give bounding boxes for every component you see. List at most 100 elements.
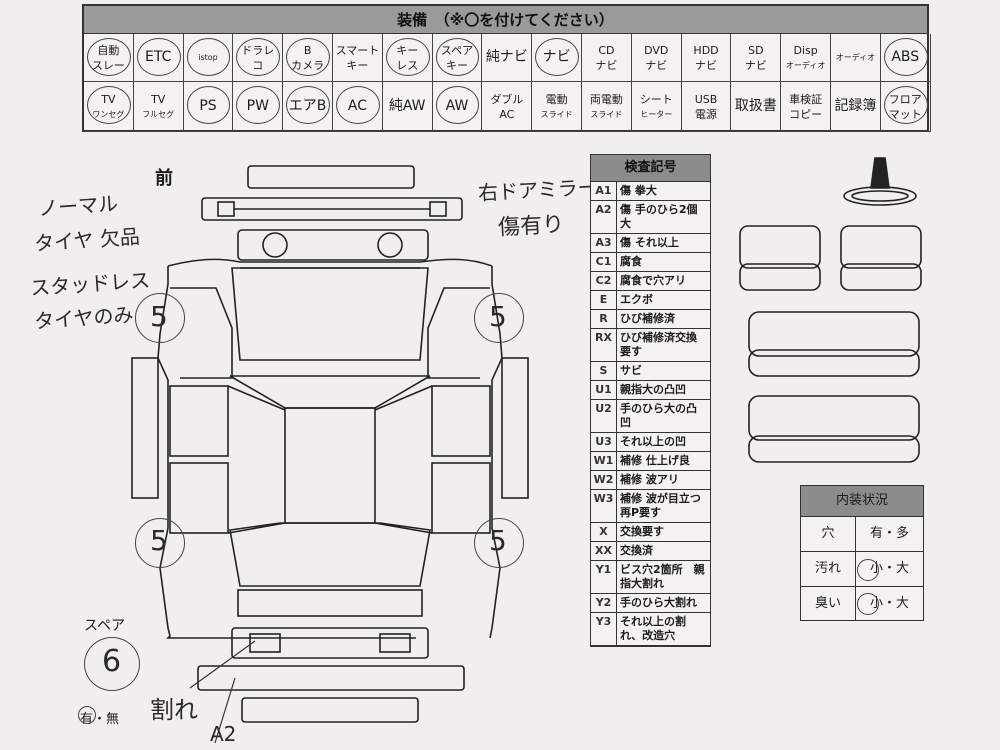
- inspection-description: 腐食: [620, 255, 642, 268]
- smell-small-circle: [857, 593, 879, 615]
- equipment-option[interactable]: PS: [183, 82, 234, 132]
- inspection-code: C2: [591, 272, 617, 290]
- selected-circle-mark: [87, 38, 131, 76]
- equipment-option[interactable]: 電動スライド: [532, 82, 583, 132]
- selected-circle-mark: [136, 38, 181, 76]
- equipment-option[interactable]: ETC: [133, 34, 184, 82]
- selected-circle-mark: [435, 38, 480, 76]
- spare-label: スペア: [84, 618, 126, 634]
- inspection-code: A1: [591, 182, 617, 200]
- equipment-option[interactable]: 取扱書: [731, 82, 782, 132]
- inspection-description: 交換済: [620, 544, 653, 557]
- equipment-option[interactable]: キーレス: [382, 34, 433, 82]
- selected-circle-mark: [435, 86, 480, 124]
- inspection-code: U3: [591, 433, 617, 451]
- selected-circle-mark: [385, 38, 430, 76]
- equipment-option[interactable]: AC: [333, 82, 383, 132]
- equipment-option-sublabel: オーディオ: [785, 60, 826, 70]
- inspection-code: R: [591, 310, 617, 328]
- equipment-option[interactable]: オーディオ: [831, 34, 881, 82]
- note-mirror-damage: 傷有り: [497, 212, 565, 241]
- equipment-option-sublabel: キー: [346, 58, 369, 72]
- equipment-option-sublabel: ナビ: [695, 58, 718, 72]
- equipment-option[interactable]: シートヒーター: [631, 82, 682, 132]
- inspection-code: Y1: [591, 561, 617, 593]
- equipment-option[interactable]: ABS: [880, 34, 931, 82]
- equipment-option-label: 両電動: [589, 92, 623, 106]
- selected-circle-mark: [186, 86, 231, 124]
- inspection-description: 腐食で穴アリ: [620, 274, 686, 287]
- selected-circle-mark: [236, 86, 281, 124]
- equipment-option[interactable]: Disp オーディオ: [781, 34, 832, 82]
- selected-circle-mark: [286, 86, 330, 124]
- equipment-option[interactable]: 車検証コピー: [781, 82, 832, 132]
- inspection-description: 補修 波アリ: [620, 473, 679, 486]
- inspection-code: S: [591, 362, 617, 380]
- equipment-option-sublabel: ナビ: [595, 58, 618, 72]
- equipment-option[interactable]: ナビ: [532, 34, 583, 82]
- tire-rear-right-value: 5: [489, 524, 507, 557]
- selected-circle-mark: [883, 86, 928, 124]
- equipment-option[interactable]: AW: [432, 82, 483, 132]
- equipment-option[interactable]: フロアマット: [880, 82, 931, 132]
- equipment-title: 装備 （※〇を付けてください）: [84, 6, 927, 34]
- equipment-option-sublabel: 電源: [695, 107, 718, 121]
- selected-circle-mark: [87, 86, 131, 124]
- equipment-option[interactable]: PW: [233, 82, 284, 132]
- equipment-option[interactable]: 記録簿: [831, 82, 881, 132]
- equipment-option[interactable]: ドラレコ: [233, 34, 284, 82]
- inspection-code: Y2: [591, 594, 617, 612]
- selected-circle-mark: [883, 38, 928, 76]
- equipment-option-sublabel: ナビ: [744, 58, 767, 72]
- equipment-option[interactable]: istop: [183, 34, 234, 82]
- selected-circle-mark: [236, 38, 281, 76]
- equipment-option-label: CD: [598, 43, 615, 57]
- tire-front-right-value: 5: [489, 300, 507, 333]
- selected-circle-mark: [286, 38, 330, 76]
- equipment-option[interactable]: エアB: [283, 82, 333, 132]
- interior-title: 内装状況: [801, 486, 923, 517]
- equipment-option[interactable]: 自動スレー: [84, 34, 134, 82]
- equipment-option-label: Disp: [793, 43, 818, 57]
- selected-circle-mark: [535, 38, 580, 76]
- inspection-description: 親指大の凸凹: [620, 383, 686, 396]
- equipment-option-label: ダブル: [490, 92, 524, 106]
- tire-front-left-value: 5: [150, 300, 168, 333]
- equipment-option[interactable]: スマートキー: [333, 34, 383, 82]
- inspection-description: 交換要す: [620, 525, 664, 538]
- spare-value: 6: [102, 644, 122, 679]
- equipment-option-label: HDD: [693, 43, 719, 57]
- inspection-code: XX: [591, 542, 617, 560]
- equipment-option[interactable]: スペアキー: [432, 34, 483, 82]
- inspection-code: W2: [591, 471, 617, 489]
- inspection-description: 傷 それ以上: [620, 236, 679, 249]
- spare-circle: [84, 637, 140, 691]
- equipment-option-sublabel: AC: [499, 107, 515, 121]
- seat-diagram: [739, 157, 922, 463]
- inspection-description: それ以上の割れ、改造穴: [620, 615, 686, 642]
- equipment-option[interactable]: 両電動スライド: [582, 82, 632, 132]
- equipment-option[interactable]: 純ナビ: [482, 34, 533, 82]
- interior-row-smell: 臭い 小・大: [801, 587, 923, 621]
- equipment-option[interactable]: 純AW: [382, 82, 433, 132]
- inspection-code: W1: [591, 452, 617, 470]
- inspection-description: 傷 拳大: [620, 184, 657, 197]
